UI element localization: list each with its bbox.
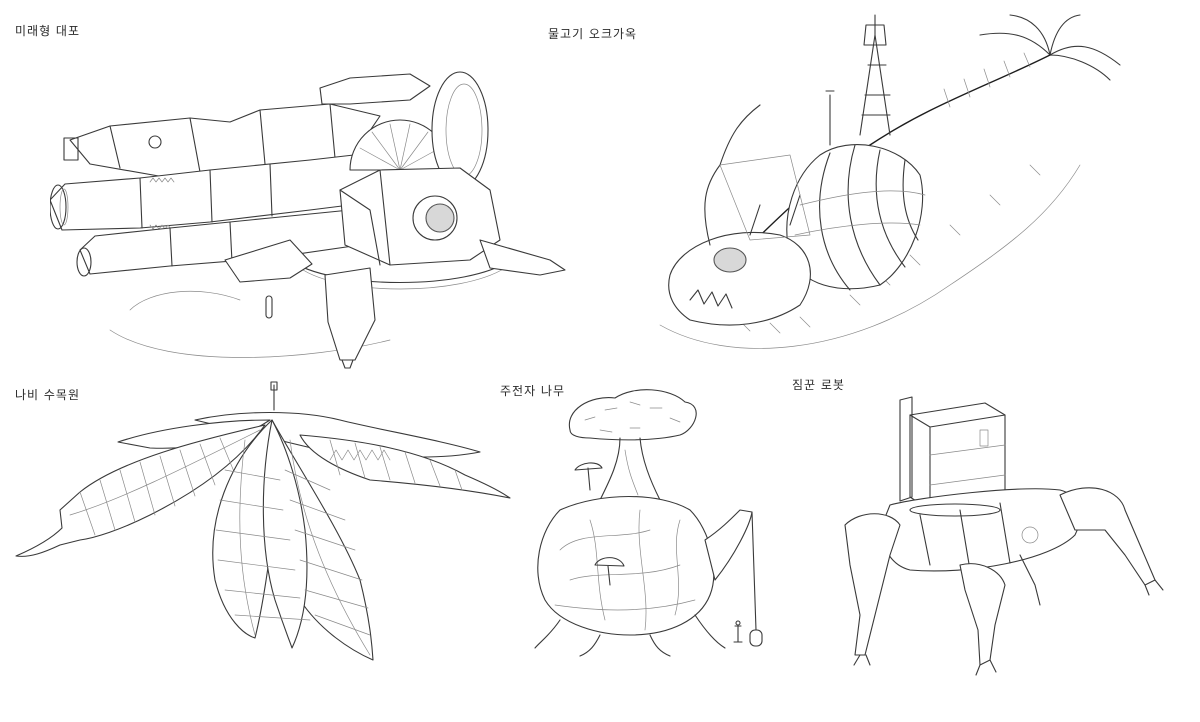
- porter-robot-sketch: [844, 396, 1164, 676]
- teapot-tree-illustration: [520, 380, 780, 660]
- label-butterfly-arboretum: 나비 수목원: [15, 388, 81, 402]
- butterfly-arboretum-illustration: [0, 380, 520, 710]
- porter-robot-illustration: [820, 385, 1170, 685]
- cannon-sketch: [50, 71, 566, 369]
- future-cannon-illustration: [50, 60, 580, 370]
- butterfly-lattice-sketch: [15, 381, 511, 661]
- fish-orc-house-illustration: [650, 5, 1130, 365]
- label-teapot-tree: 주전자 나무: [500, 384, 566, 398]
- teapot-tree-sketch: [534, 389, 763, 657]
- fish-skeleton-sketch: [659, 14, 1121, 349]
- label-porter-robot: 짐꾼 로봇: [792, 378, 845, 392]
- label-future-cannon: 미래형 대포: [15, 24, 81, 38]
- label-fish-orc-house: 물고기 오크가옥: [548, 27, 638, 41]
